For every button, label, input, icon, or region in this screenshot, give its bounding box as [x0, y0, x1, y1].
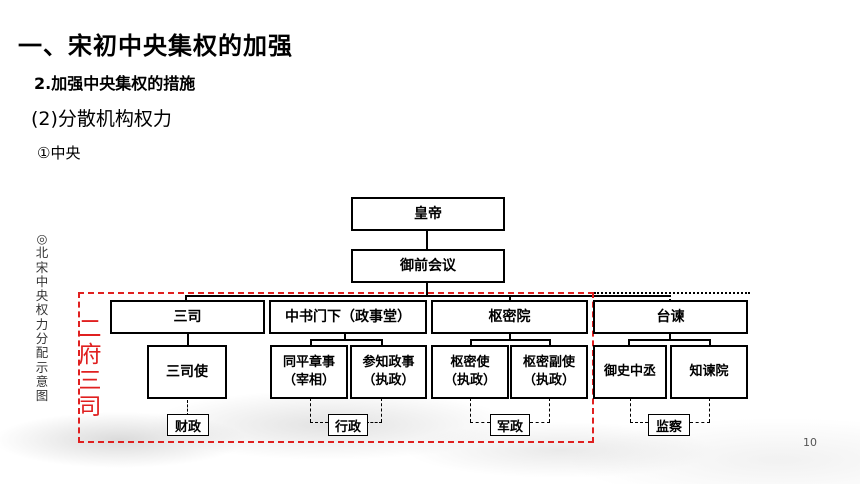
bracket-junzheng-left	[470, 398, 471, 422]
section-title: (2)分散机构权力	[31, 108, 172, 130]
yushi-box: 御史中丞	[593, 345, 667, 399]
taijian-group-outline	[594, 292, 750, 294]
bracket-jiancha-right-h	[690, 422, 710, 423]
bracket-jiancha-right	[709, 398, 710, 422]
bracket-junzheng-right-h	[530, 422, 550, 423]
connector-council-down	[426, 282, 428, 296]
tongping-box: 同平章事 （宰相）	[270, 345, 348, 399]
shumifu-role: （执政）	[522, 373, 575, 388]
sansi-box: 三司	[110, 300, 265, 334]
junzheng-label: 军政	[490, 414, 530, 436]
zhijian-box: 知谏院	[670, 345, 748, 399]
connector-to-tongping	[310, 339, 312, 346]
connector-emperor-council	[426, 229, 428, 250]
connector-shumi-down	[509, 333, 511, 340]
connector-to-shumifu	[549, 339, 551, 346]
connector-to-shumishi	[470, 339, 472, 346]
connector-taijian-down	[669, 333, 671, 340]
bracket-junzheng-left-h	[470, 422, 490, 423]
page-number: 10	[803, 436, 817, 449]
connector-to-sansi	[185, 295, 187, 301]
shumishi-box: 枢密使 （执政）	[431, 345, 509, 399]
connector-zhongshu-down	[344, 333, 346, 340]
subheading: 2.加强中央集权的措施	[34, 74, 196, 93]
shumi-box: 枢密院	[431, 300, 588, 334]
connector-to-canzhi	[381, 339, 383, 346]
connector-to-zhijian	[709, 339, 711, 346]
caizheng-label: 财政	[167, 414, 209, 436]
item-label: ①中央	[37, 144, 81, 162]
tongping-title: 同平章事	[282, 355, 335, 370]
canzhi-title: 参知政事	[362, 355, 415, 370]
bracket-jiancha-left	[630, 398, 631, 422]
erfu-sansi-label: 二府三司	[78, 316, 102, 420]
tongping-role: （宰相）	[282, 373, 335, 388]
canzhi-role: （执政）	[362, 373, 415, 388]
bracket-xingzheng-left-h	[310, 422, 328, 423]
bracket-junzheng-right	[549, 398, 550, 422]
connector-to-shumi	[509, 295, 511, 301]
connector-taijian-split	[628, 339, 710, 341]
bracket-xingzheng-right	[381, 398, 382, 422]
diagram-caption: ◎北宋中央权力分配示意图	[35, 231, 49, 404]
emperor-box: 皇帝	[351, 197, 505, 231]
sansi-shi-box: 三司使	[147, 345, 227, 399]
connector-shumi-split	[470, 339, 550, 341]
connector-sansi-down	[187, 333, 189, 346]
zhongshu-box: 中书门下（政事堂）	[269, 300, 427, 334]
connector-to-yushi	[628, 339, 630, 346]
connector-branch-horizontal	[185, 295, 670, 297]
connector-zhongshu-split	[310, 339, 382, 341]
bracket-xingzheng-right-h	[366, 422, 382, 423]
page-title: 一、宋初中央集权的加强	[18, 31, 293, 60]
shumishi-title: 枢密使	[450, 355, 490, 370]
taijian-box: 台谏	[593, 300, 748, 334]
shumifu-box: 枢密副使 （执政）	[510, 345, 588, 399]
xingzheng-label: 行政	[328, 414, 368, 436]
canzhi-box: 参知政事 （执政）	[350, 345, 427, 399]
shumifu-title: 枢密副使	[522, 355, 575, 370]
bracket-jiancha-left-h	[630, 422, 648, 423]
connector-to-taijian	[669, 295, 671, 301]
bracket-caizheng	[187, 400, 188, 416]
shumishi-role: （执政）	[443, 373, 496, 388]
council-box: 御前会议	[351, 249, 505, 283]
jiancha-label: 监察	[648, 414, 690, 436]
bracket-xingzheng-left	[310, 398, 311, 422]
